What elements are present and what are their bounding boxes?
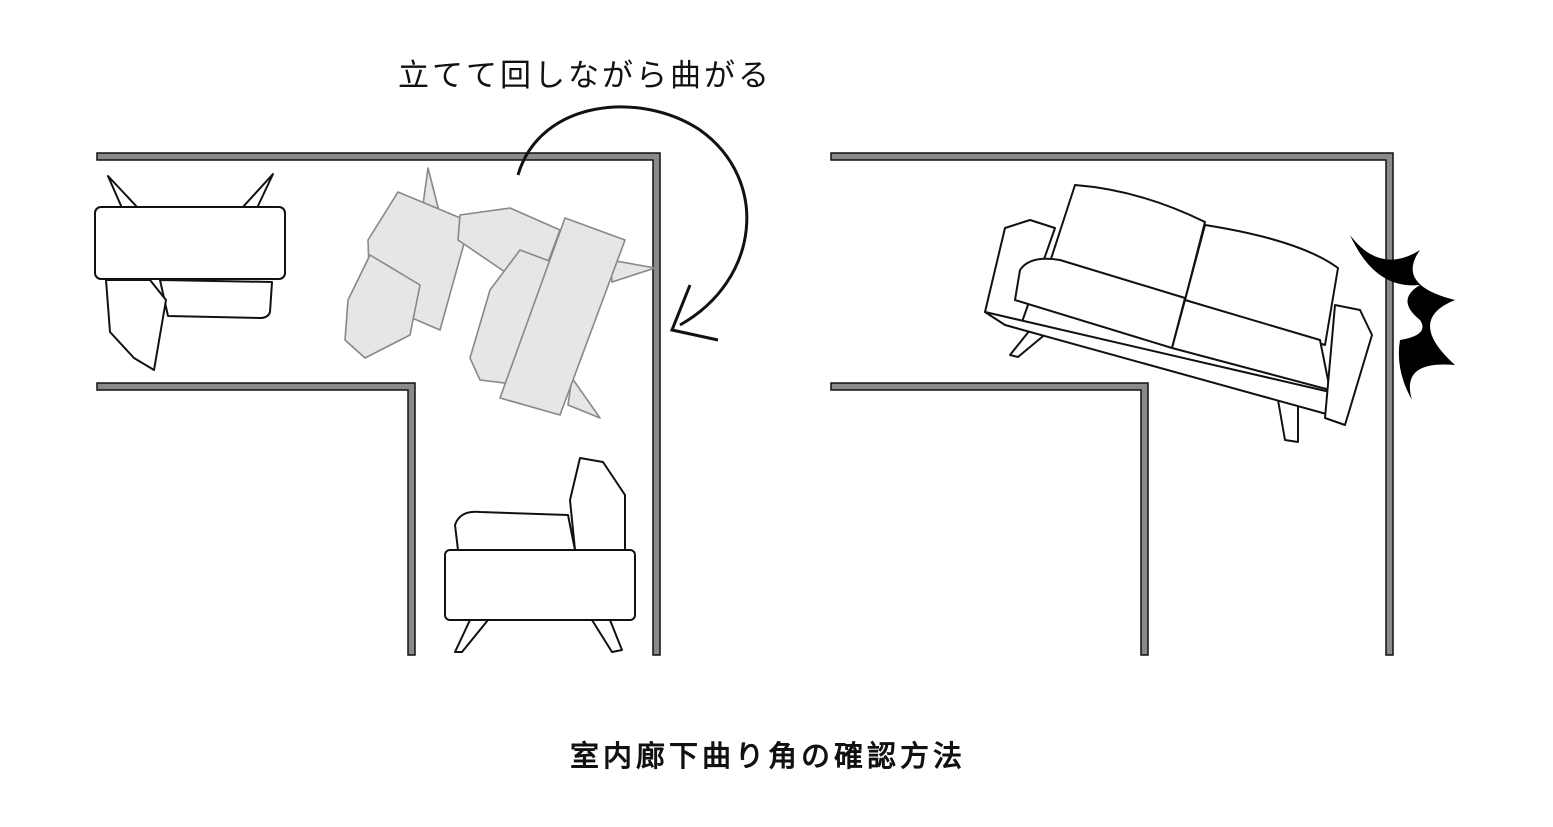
rotation-arrow-icon — [516, 105, 749, 342]
instruction-label: 立てて回しながら曲がる — [398, 58, 772, 94]
sofa-stuck — [984, 184, 1373, 443]
sofa-rotating-ghost — [344, 167, 656, 419]
diagram-caption: 室内廊下曲り角の確認方法 — [570, 739, 967, 773]
right-corridor-walls — [830, 152, 1394, 656]
sofa-start-position — [94, 173, 286, 371]
left-corridor-walls — [96, 152, 661, 656]
sofa-end-position — [444, 457, 636, 653]
impact-mark-icon — [1350, 235, 1455, 400]
